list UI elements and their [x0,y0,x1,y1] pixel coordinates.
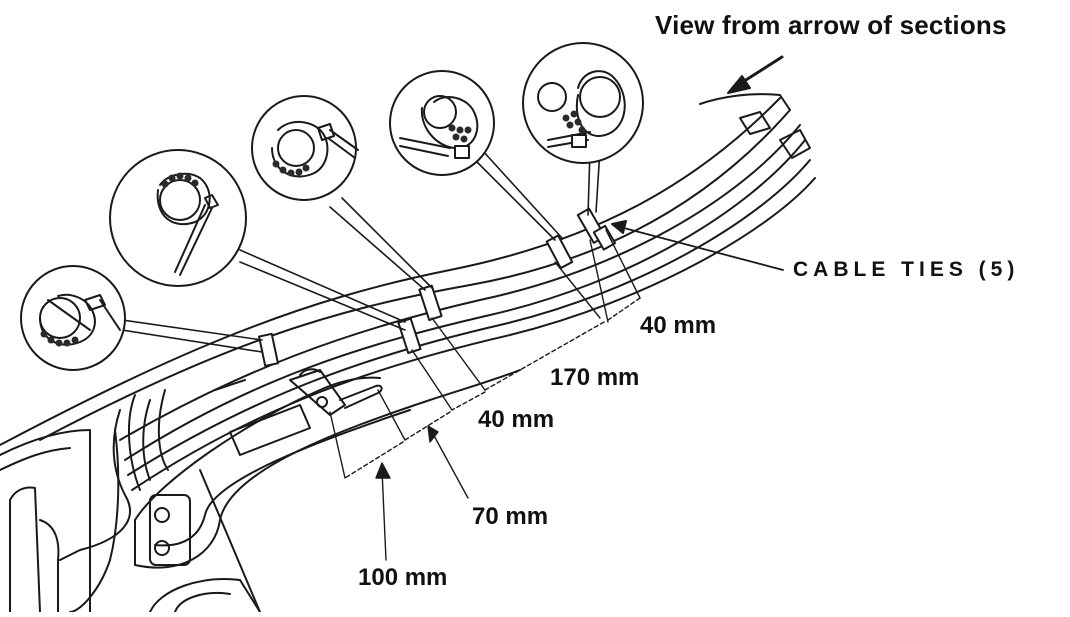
cable-ties-callout: CABLE TIES (5) [793,258,1020,281]
dimension-label-40mm-lower: 40 mm [478,406,555,433]
section-detail-3 [251,95,359,201]
dimension-label-40mm-upper: 40 mm [640,312,717,339]
dimension-label-70mm: 70 mm [472,503,549,530]
section-detail-5 [522,42,644,164]
section-detail-2 [109,149,247,287]
section-detail-1 [20,265,126,371]
detail-leaders [121,149,601,353]
cable-ties [258,207,617,367]
section-detail-4 [389,70,495,176]
wire-harness [0,93,816,561]
dimension-label-100mm: 100 mm [358,564,448,591]
harness-guide-bracket [134,368,521,569]
view-direction-arrow [727,55,784,94]
dimension-label-170mm: 170 mm [550,364,640,391]
dimension-lines [329,229,641,561]
view-direction-caption: View from arrow of sections [655,10,1007,40]
cable-ties-leader [611,220,784,271]
